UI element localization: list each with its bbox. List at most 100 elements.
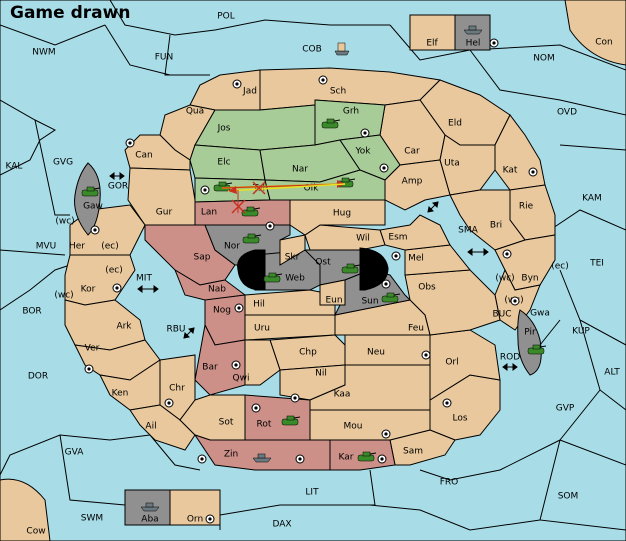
land-label-jad: Jad	[242, 87, 257, 97]
army-icon[interactable]	[321, 118, 341, 129]
land-label-sun: Sun	[361, 297, 378, 307]
sea-label-swm: SWM	[81, 514, 103, 524]
land-label-web: Web	[285, 274, 305, 284]
land-label-kor: Kor	[81, 285, 96, 295]
land-label-eld: Eld	[448, 119, 462, 129]
land-label-ec-her: (ec)	[101, 242, 119, 252]
army-icon[interactable]	[242, 233, 262, 244]
land-label-kaa: Kaa	[334, 390, 351, 400]
prov-pir[interactable]	[517, 309, 542, 376]
supply-center-icon	[318, 75, 328, 85]
units	[81, 25, 547, 512]
land-label-wil: Wil	[356, 234, 370, 244]
army-icon[interactable]	[381, 292, 401, 303]
army-icon[interactable]	[241, 206, 261, 217]
prov-neu[interactable]	[344, 334, 431, 366]
land-label-gwa: Gwa	[530, 309, 550, 319]
land-label-her: Her	[69, 242, 85, 252]
sea-label-alt: ALT	[604, 368, 620, 378]
land-label-gaw: Gaw	[83, 202, 103, 212]
prov-gaw[interactable]	[74, 162, 101, 236]
land-label-sap: Sap	[194, 253, 211, 263]
prov-cow[interactable]	[0, 478, 51, 541]
supply-center-icon	[421, 350, 431, 360]
prov-eun[interactable]	[319, 279, 346, 306]
sea-label-lit: LIT	[305, 488, 319, 498]
land-label-nab: Nab	[208, 285, 226, 295]
land-label-car: Car	[404, 147, 420, 157]
supply-center-icon	[231, 360, 241, 370]
land-label-orn: Orn	[187, 515, 203, 525]
sea-label-bor: BOR	[22, 307, 41, 317]
sea-label-nom: NOM	[533, 54, 555, 64]
army-icon[interactable]	[341, 263, 361, 274]
supply-center-icon	[205, 514, 215, 524]
supply-center-icon	[164, 398, 174, 408]
army-icon[interactable]	[527, 344, 547, 355]
land-label-jos: Jos	[217, 124, 231, 134]
army-icon[interactable]	[357, 451, 377, 462]
prov-rot[interactable]	[244, 394, 311, 441]
land-label-grh: Grh	[343, 107, 359, 117]
land-label-chr: Chr	[169, 384, 185, 394]
land-label-esm: Esm	[388, 233, 407, 243]
supply-center-icon	[442, 398, 452, 408]
prov-ail[interactable]	[129, 404, 196, 451]
land-label-pir: Pir	[524, 328, 536, 338]
supply-center-icon	[489, 38, 499, 48]
labels: Game drawn POL NWM FUN COB NOM Con KAL G…	[6, 3, 621, 537]
land-label-nor: Nor	[224, 242, 240, 252]
orders	[221, 180, 346, 214]
sea-label-fun: FUN	[155, 53, 174, 63]
fleet-icon[interactable]	[252, 453, 272, 463]
land-label-ost: Ost	[315, 258, 331, 268]
prov-black-west[interactable]	[237, 249, 266, 291]
land-label-ail: Ail	[145, 422, 156, 432]
supply-centers	[84, 38, 538, 524]
land-label-sch: Sch	[330, 87, 346, 97]
supply-center-icon	[290, 393, 300, 403]
bidirectional-arrow-icon	[467, 248, 489, 256]
land-label-bar: Bar	[202, 363, 218, 373]
land-label-nil: Nil	[315, 369, 327, 379]
sea-label-gor: GOR	[108, 182, 128, 192]
sea-label-pol: POL	[217, 12, 235, 22]
land-label-uta: Uta	[444, 159, 460, 169]
supply-center-icon	[377, 454, 387, 464]
fleet-icon[interactable]	[140, 502, 160, 512]
sea-label-rod: ROD	[500, 353, 520, 363]
land-label-wc-kor: (wc)	[54, 291, 73, 301]
move-arrow-icon	[221, 180, 346, 194]
prov-zin[interactable]	[193, 434, 331, 471]
land-label-mou: Mou	[344, 422, 363, 432]
fleet-icon[interactable]	[463, 25, 483, 35]
supply-center-icon	[251, 403, 261, 413]
land-label-elc: Elc	[217, 158, 230, 168]
bidirectional-arrow-icon	[183, 327, 195, 339]
strait-arrows	[109, 172, 518, 371]
sea-label-gvg: GVG	[53, 158, 73, 168]
land-label-sot: Sot	[219, 418, 234, 428]
supply-center-icon	[381, 279, 391, 289]
prov-skr[interactable]	[279, 234, 306, 266]
land-label-lan: Lan	[201, 208, 217, 218]
prov-esm[interactable]	[379, 214, 451, 251]
land-label-nar: Nar	[292, 165, 308, 175]
land-label-olk: Olk	[304, 184, 320, 194]
land-label-bri: Bri	[490, 221, 502, 231]
army-icon[interactable]	[281, 415, 301, 426]
army-icon[interactable]	[263, 272, 283, 283]
land-label-los: Los	[452, 414, 467, 424]
game-title: Game drawn	[10, 3, 130, 23]
land-label-eun: Eun	[325, 296, 342, 306]
prov-bar[interactable]	[194, 323, 246, 396]
land-label-zin: Zin	[224, 450, 238, 460]
land-label-skr: Skr	[285, 253, 300, 263]
land-label-obs: Obs	[418, 283, 436, 293]
army-icon[interactable]	[81, 186, 101, 197]
prov-black-east[interactable]	[359, 247, 389, 291]
sea-label-cob: COB	[302, 45, 322, 55]
fleet-icon[interactable]	[334, 42, 350, 56]
land-label-hug: Hug	[333, 209, 351, 219]
